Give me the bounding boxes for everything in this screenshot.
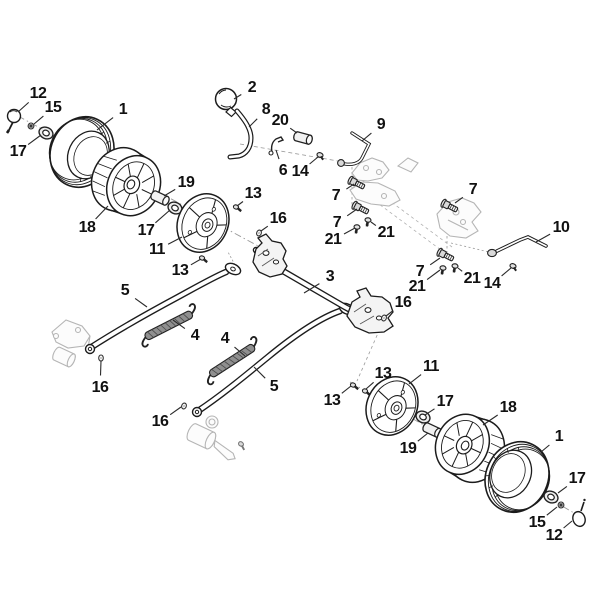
leader-line-6 bbox=[275, 149, 280, 160]
leader-line-16 bbox=[260, 225, 269, 232]
adjuster-knob bbox=[214, 87, 238, 118]
leader-line-12 bbox=[563, 520, 573, 529]
leader-line-2 bbox=[233, 94, 242, 100]
leader-line-7 bbox=[346, 183, 355, 190]
leader-line-11 bbox=[167, 236, 183, 245]
height-adjuster-ghost-left bbox=[51, 319, 91, 368]
leader-line-3 bbox=[303, 283, 320, 294]
leader-line-15 bbox=[33, 115, 44, 125]
leader-line-7 bbox=[346, 208, 358, 217]
hub-cap-right bbox=[572, 498, 586, 528]
leader-line-11 bbox=[408, 374, 422, 385]
leader-line-7 bbox=[429, 257, 441, 266]
leader-line-13 bbox=[236, 201, 244, 207]
leader-line-13 bbox=[190, 258, 202, 266]
leader-line-19 bbox=[417, 432, 429, 442]
leader-line-16 bbox=[169, 406, 182, 416]
leader-line-5 bbox=[253, 366, 266, 379]
leader-line-17 bbox=[424, 408, 435, 416]
shaft-bracket-left bbox=[252, 233, 288, 278]
leader-line-20 bbox=[289, 127, 298, 134]
leader-line-17 bbox=[155, 209, 171, 224]
leader-line-19 bbox=[163, 188, 176, 197]
leader-line-13 bbox=[341, 385, 352, 394]
leader-line-21 bbox=[426, 269, 441, 281]
retainer-clip bbox=[268, 136, 285, 156]
leader-line-10 bbox=[535, 233, 551, 243]
leader-line-14 bbox=[501, 267, 512, 277]
leader-line-12 bbox=[17, 101, 30, 113]
leader-line-18 bbox=[95, 205, 109, 220]
adjuster-lever-rod bbox=[227, 108, 254, 160]
front-axle-bar bbox=[84, 262, 242, 355]
leader-line-16 bbox=[99, 360, 102, 376]
leader-line-17 bbox=[557, 485, 568, 494]
leader-line-4 bbox=[172, 319, 186, 330]
leader-line-21 bbox=[343, 227, 356, 235]
leader-line-8 bbox=[248, 118, 258, 128]
hub-cap-left bbox=[5, 108, 22, 134]
leader-line-7 bbox=[454, 196, 464, 204]
leader-line-21 bbox=[370, 221, 377, 227]
leader-line-18 bbox=[482, 414, 499, 426]
leader-line-9 bbox=[361, 132, 372, 142]
leader-line-4 bbox=[234, 346, 246, 357]
leader-line-15 bbox=[546, 506, 558, 516]
leader-line-1 bbox=[540, 444, 550, 453]
leader-line-5 bbox=[134, 297, 148, 308]
leader-line-14 bbox=[309, 156, 319, 165]
leader-line-17 bbox=[27, 134, 42, 146]
leader-line-21 bbox=[457, 267, 463, 272]
leader-line-13 bbox=[365, 381, 374, 390]
link-rod-short bbox=[337, 131, 372, 167]
leader-line-1 bbox=[96, 117, 114, 131]
leader-line-16 bbox=[385, 310, 394, 317]
shaft-bracket-right bbox=[346, 287, 394, 334]
height-adjuster-ghost-bottom bbox=[186, 415, 246, 461]
